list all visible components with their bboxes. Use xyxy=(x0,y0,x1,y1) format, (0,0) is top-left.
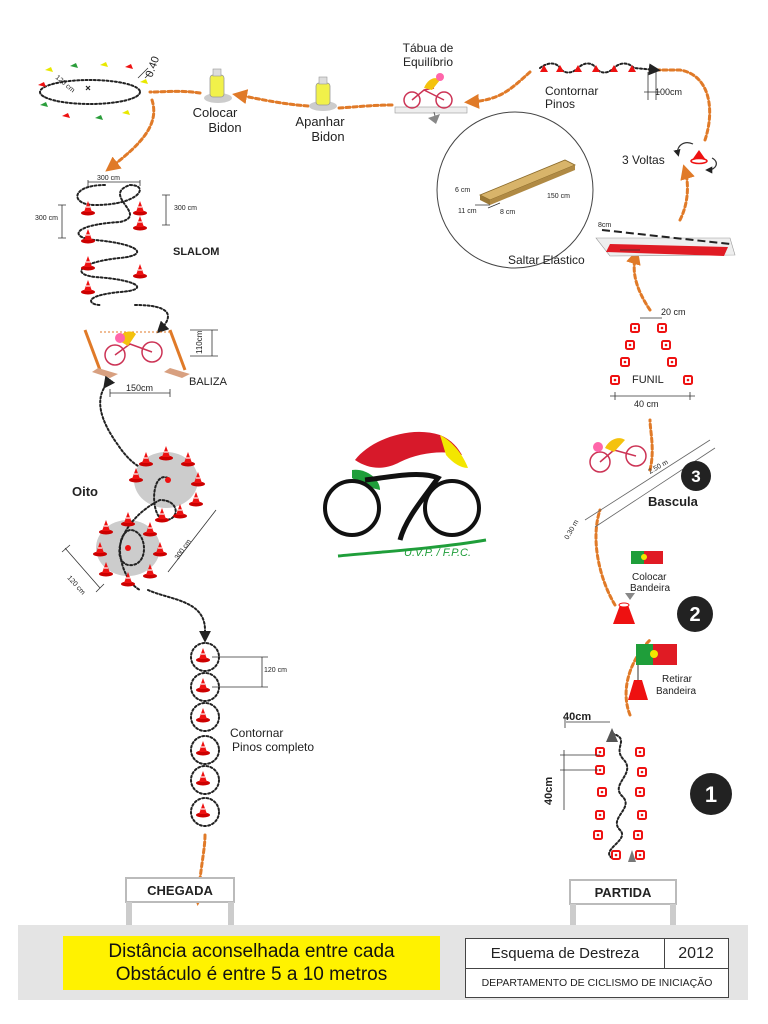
dim-110cm: 110cm xyxy=(195,330,204,354)
label-chegada: CHEGADA xyxy=(147,883,213,898)
board-detail: 6 cm 11 cm 8 cm 150 cm xyxy=(436,111,594,269)
dim-40cm-start-v: 40cm xyxy=(543,777,555,805)
label-colocar-bidon-2: Bidon xyxy=(208,120,241,135)
label-3-voltas: 3 Voltas xyxy=(622,153,665,167)
label-saltar-elastico: Saltar Elástico xyxy=(508,253,585,267)
dim-150cm-baliza: 150cm xyxy=(126,383,153,393)
route-bascula-in xyxy=(594,508,617,607)
dim-300cm-oito: 300 cm xyxy=(174,538,193,561)
title-block: Esquema de Destreza 2012 DEPARTAMENTO DE… xyxy=(465,938,729,998)
contornar-completo: 120 cm Contornar Pinos completo xyxy=(190,642,314,827)
route-to-elastic xyxy=(626,249,652,312)
dim-030m: 0.30 m xyxy=(564,519,581,541)
number-three: 3 xyxy=(691,467,700,486)
label-partida: PARTIDA xyxy=(595,885,652,900)
label-contornar-pinos-2: Pinos xyxy=(545,97,575,111)
baliza: 110cm 150cm BALIZA xyxy=(83,329,228,397)
distance-note-line-2: Obstáculo é entre 5 a 10 metros xyxy=(115,964,388,985)
bidon-colocar: Colocar Bidon xyxy=(193,68,242,135)
retirar-bandeira: Retirar Bandeira xyxy=(628,644,696,700)
route-to-slalom xyxy=(105,98,156,172)
label-apanhar-bidon-1: Apanhar xyxy=(295,114,345,129)
label-colocar-bandeira-2: Bandeira xyxy=(630,583,670,594)
label-apanhar-bidon-2: Bidon xyxy=(311,129,344,144)
dim-300cm-right: 300 cm xyxy=(174,205,197,212)
bidon-apanhar: Apanhar Bidon xyxy=(295,76,345,144)
logo-text: U.V.P. / F.P.C. xyxy=(404,547,471,559)
dim-40cm-start-h: 40cm xyxy=(563,711,591,723)
dim-040: 0.40 xyxy=(144,55,163,79)
distance-note: Distância aconselhada entre cada Obstácu… xyxy=(63,936,440,990)
route-bascula-out xyxy=(648,418,654,472)
saltar-elastico: 8cm Saltar Elástico xyxy=(508,222,736,267)
label-contornar-completo-2: Pinos completo xyxy=(232,740,314,754)
dim-300cm-left: 300 cm xyxy=(35,215,58,222)
slalom: 300 cm 300 cm 300 cm SLALOM xyxy=(35,175,219,334)
dim-120cm-circle: 120 cm xyxy=(54,74,76,94)
dim-elastic-8cm: 8cm xyxy=(598,222,611,229)
route-to-apanhar xyxy=(336,103,394,110)
label-contornar-completo-1: Contornar xyxy=(230,726,283,740)
cyclist-icon xyxy=(403,73,453,109)
distance-note-line-1: Distância aconselhada entre cada xyxy=(108,941,395,962)
tabua-equilibrio: Tábua de Equilíbrio xyxy=(394,41,468,124)
route-to-voltas xyxy=(678,164,695,222)
label-bascula: Bascula xyxy=(648,494,699,509)
title-block-year: 2012 xyxy=(664,939,728,969)
title-block-department: DEPARTAMENTO DE CICLISMO DE INICIAÇÃO xyxy=(481,977,713,989)
title-block-title: Esquema de Destreza xyxy=(466,939,665,969)
cone-circle-exercise: 120 cm 0.40 xyxy=(38,55,162,120)
dim-board-8cm: 8 cm xyxy=(500,209,515,216)
number-one: 1 xyxy=(705,782,717,807)
label-colocar-bidon-1: Colocar xyxy=(193,105,238,120)
tres-voltas: 3 Voltas xyxy=(622,142,717,174)
label-retirar-bandeira-1: Retirar xyxy=(662,674,693,685)
label-retirar-bandeira-2: Bandeira xyxy=(656,686,696,697)
route-to-tabua xyxy=(464,70,532,109)
funil: 20 cm FUNIL 40 cm xyxy=(610,307,695,409)
route-baliza-oito xyxy=(99,375,151,471)
dim-300cm-top: 300 cm xyxy=(97,175,120,182)
oito: Oito 120 cm 300 cm xyxy=(61,445,217,597)
label-contornar-pinos-1: Contornar xyxy=(545,84,598,98)
dim-120cm-oito: 120 cm xyxy=(66,575,87,597)
label-baliza: BALIZA xyxy=(189,376,228,388)
dim-board-11cm: 11 cm xyxy=(458,208,477,215)
start-slalom: 40cm 40cm 1 xyxy=(543,711,732,862)
dim-40cm-funil: 40 cm xyxy=(634,399,659,409)
route-to-circle xyxy=(148,89,202,95)
label-slalom: SLALOM xyxy=(173,246,219,258)
dim-board-6cm: 6 cm xyxy=(455,187,470,194)
label-tabua-1: Tábua de xyxy=(403,41,454,55)
route-oito-pinos xyxy=(147,589,211,643)
colocar-bandeira: Colocar Bandeira 2 xyxy=(613,551,713,632)
bascula: 2.50 m 0.30 m 3 Bascula xyxy=(564,438,716,541)
label-colocar-bandeira-1: Colocar xyxy=(632,572,667,583)
uvp-logo: U.V.P. / F.P.C. xyxy=(323,431,487,559)
route-to-colocar xyxy=(232,89,310,108)
label-tabua-2: Equilíbrio xyxy=(403,55,453,69)
label-funil: FUNIL xyxy=(632,374,664,386)
dim-20cm: 20 cm xyxy=(661,307,686,317)
dim-100cm: 100cm xyxy=(655,87,682,97)
dim-board-150cm: 150 cm xyxy=(547,193,570,200)
dim-120cm-pinos: 120 cm xyxy=(264,667,287,674)
number-two: 2 xyxy=(689,604,700,626)
contornar-pinos-top: 100cm Contornar Pinos xyxy=(539,62,682,111)
route-path xyxy=(105,68,712,906)
partida-sign: PARTIDA xyxy=(569,879,677,929)
label-oito: Oito xyxy=(72,484,98,499)
route-to-pinos xyxy=(648,68,712,142)
chegada-sign: CHEGADA xyxy=(125,877,235,927)
